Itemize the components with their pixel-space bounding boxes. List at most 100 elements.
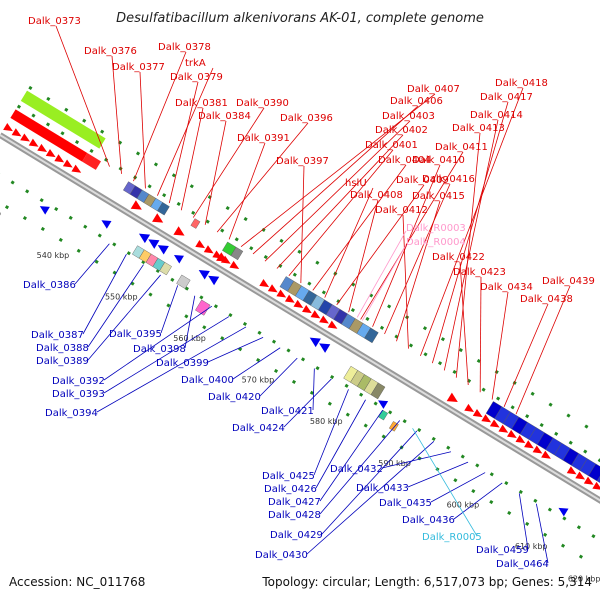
reverse-gene-label: Dalk_0464 [496, 559, 549, 570]
forward-gene-arrow [28, 138, 39, 147]
scale-tick-label: 610 kbp [515, 542, 548, 551]
reverse-gene-arrow [198, 270, 210, 280]
forward-gene-arrow [195, 240, 206, 249]
reverse-gene-arrow [319, 343, 331, 353]
forward-gene-block [596, 475, 600, 484]
forward-gene-arrow [173, 226, 185, 236]
reverse-gene-leader [535, 503, 549, 564]
forward-gene-arrow [3, 123, 13, 132]
forward-gene-label: hslU [345, 178, 367, 189]
reverse-gene-leader [103, 316, 230, 394]
forward-rna-leader [356, 230, 407, 318]
gc-skew-band-tip [82, 153, 101, 170]
forward-gene-leader [455, 132, 481, 378]
forward-gene-label: Dalk_0381 [175, 98, 228, 109]
forward-gene-arrow [532, 445, 543, 454]
forward-gene-arrow [566, 466, 577, 475]
forward-gene-leader [156, 67, 214, 196]
forward-gene-leader [515, 285, 571, 415]
forward-gene-label: Dalk_0377 [112, 62, 165, 73]
forward-gene-block [190, 218, 201, 229]
reverse-gene-label: Dalk_0386 [23, 280, 76, 291]
forward-gene-leader [276, 134, 404, 269]
reverse-gene-leader [207, 336, 264, 363]
forward-gene-arrow [229, 260, 240, 269]
forward-gene-leader [479, 276, 482, 393]
reverse-gene-leader [407, 461, 469, 488]
map-title: Desulfatibacillum alkenivorans AK-01, co… [116, 11, 484, 26]
reverse-gene-leader [381, 451, 452, 469]
forward-gene-leader [216, 122, 309, 233]
reverse-gene-arrow [157, 245, 169, 255]
forward-gene-leader [180, 107, 204, 211]
scale-tick-label: 530 kbp [0, 209, 1, 218]
genome-tracks [0, 85, 600, 561]
forward-gene-arrow [319, 315, 329, 324]
reverse-gene-leader [87, 264, 144, 348]
forward-gene-label: Dalk_0396 [280, 113, 333, 124]
reverse-gene-label: Dalk_0392 [52, 376, 105, 387]
forward-rna-label: Dalk_R0004 [406, 237, 466, 248]
forward-gene-leader [139, 71, 146, 189]
forward-gene-label: Dalk_0406 [390, 96, 443, 107]
forward-rna-leader [361, 244, 407, 321]
forward-gene-leader [111, 55, 122, 174]
forward-gene-arrow [592, 481, 600, 490]
forward-gene-label: Dalk_0391 [237, 133, 290, 144]
forward-gene-leader [133, 51, 187, 182]
forward-gene-leader [324, 187, 374, 298]
forward-gene-leader [204, 120, 227, 225]
forward-gene-label: Dalk_0373 [28, 16, 81, 27]
forward-gene-leader [402, 214, 409, 349]
reverse-gene-leader [312, 368, 315, 411]
reverse-gene-label: Dalk_0398 [133, 344, 186, 355]
forward-gene-label: Dalk_0410 [412, 155, 465, 166]
forward-gene-arrow [293, 299, 304, 308]
reverse-gene-arrow [558, 507, 569, 517]
forward-gene-arrow [327, 320, 338, 329]
reverse-gene-leader [74, 243, 110, 285]
forward-gene-leader [288, 149, 394, 277]
tick-track-outer-forward [16, 104, 600, 463]
forward-gene-leader [459, 261, 469, 386]
forward-gene-arrow [481, 414, 492, 423]
forward-gene-leader [491, 291, 509, 400]
reverse-gene-label: Dalk_0425 [262, 471, 315, 482]
reverse-gene-leader [313, 389, 349, 476]
reverse-rna-label: Dalk_R0005 [422, 532, 482, 543]
forward-gene-label: Dalk_0408 [350, 190, 403, 201]
forward-gene-arrow [45, 149, 56, 158]
gc-skew-band [10, 109, 88, 162]
forward-gene-arrow [498, 424, 509, 433]
scale-tick-label: 620 kbp [568, 574, 600, 583]
forward-gene-arrow [152, 213, 164, 223]
forward-gene-leader [443, 119, 499, 371]
forward-gene-label: Dalk_0401 [365, 140, 418, 151]
forward-gene-arrow [203, 245, 214, 254]
reverse-gene-label: Dalk_0393 [52, 389, 105, 400]
forward-gene-label: Dalk_0416 [422, 174, 475, 185]
reverse-gene-leader [103, 305, 213, 381]
forward-gene-label: Dalk_0415 [412, 191, 465, 202]
reverse-gene-leader [184, 295, 196, 349]
forward-gene-label: Dalk_0439 [542, 276, 595, 287]
reverse-gene-block [195, 299, 211, 316]
reverse-gene-label: Dalk_0424 [232, 423, 285, 434]
forward-gene-arrow [464, 403, 475, 412]
reverse-gene-leader [82, 253, 127, 335]
reverse-gene-arrow [208, 275, 220, 286]
reverse-gene-label: Dalk_0430 [255, 550, 308, 561]
reverse-gene-arrow [39, 206, 50, 215]
reverse-gene-label: Dalk_0395 [109, 329, 162, 340]
genome-backbone-highlight [0, 134, 600, 502]
reverse-gene-label: Dalk_0387 [31, 330, 84, 341]
forward-gene-arrow [302, 305, 312, 314]
gc-content-band [20, 90, 106, 149]
reverse-gene-label: Dalk_0426 [264, 484, 317, 495]
reverse-gene-label: Dalk_0436 [402, 515, 455, 526]
reverse-gene-leader [87, 274, 161, 361]
forward-gene-arrow [284, 294, 295, 303]
forward-gene-label: Dalk_0417 [480, 92, 533, 103]
reverse-gene-leader [430, 472, 486, 503]
